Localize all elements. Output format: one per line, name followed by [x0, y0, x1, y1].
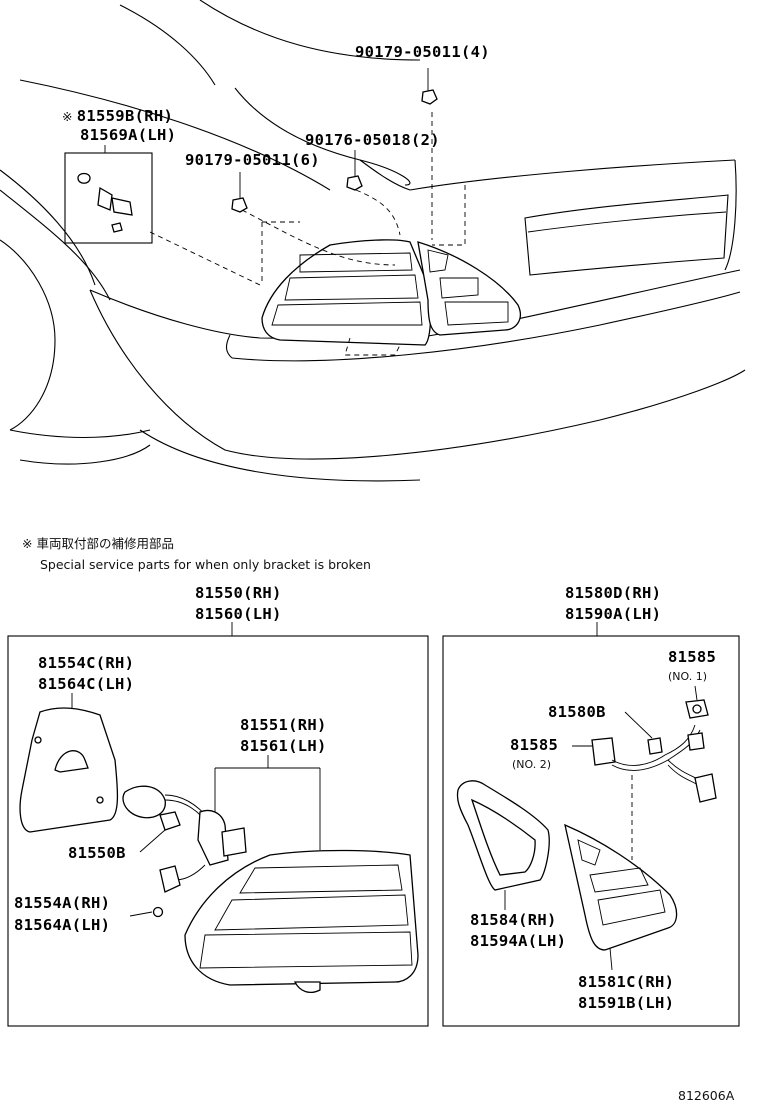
label-81581c-rh: 81581C(RH) [578, 973, 674, 991]
note-english: Special service parts for when only brac… [40, 557, 371, 572]
inner-lamp-81581c [564, 823, 678, 951]
label-90176-05018-2: 90176-05018(2) [305, 131, 440, 149]
label-81585-no2-sub: (NO. 2) [512, 758, 551, 771]
note-symbol-marker: ※ [62, 109, 73, 124]
label-81591b-lh: 81591B(LH) [578, 994, 674, 1012]
tail-lamp-assembly-box [7, 635, 429, 1027]
wire-harness-81580b [591, 724, 717, 803]
nut-90179-upper [421, 68, 438, 105]
label-81594a-lh: 81594A(LH) [470, 932, 566, 950]
label-81564c-lh: 81564C(LH) [38, 675, 134, 693]
bracket-inset [64, 145, 153, 244]
note-japanese: ※車両取付部の補修用部品 [22, 536, 174, 551]
label-81590a-lh: 81590A(LH) [565, 605, 661, 623]
label-81554c-rh: 81554C(RH) [38, 654, 134, 672]
car-tail-lamp-outer [261, 239, 432, 346]
gasket-81584 [456, 780, 550, 891]
label-81585-no1-sub: (NO. 1) [668, 670, 707, 683]
label-90179-05011-4: 90179-05011(4) [355, 43, 490, 61]
socket-and-wire-81550b [122, 785, 247, 893]
label-81551-rh: 81551(RH) [240, 716, 327, 734]
label-81569a-lh: 81569A(LH) [80, 126, 176, 144]
grommet-81554a [152, 906, 164, 918]
bulb-socket-81585-no1 [685, 699, 709, 719]
inner-lamp-assembly-box [442, 635, 740, 1027]
nut-90179-lower [231, 172, 248, 213]
label-81550-rh: 81550(RH) [195, 584, 282, 602]
label-81550b: 81550B [68, 844, 126, 862]
tail-lamp-81551 [184, 849, 419, 993]
label-81580d-rh: 81580D(RH) [565, 584, 661, 602]
label-90179-05011-6: 90179-05011(6) [185, 151, 320, 169]
label-81580b: 81580B [548, 703, 606, 721]
cover-gasket-81554c [19, 707, 119, 833]
label-81561-lh: 81561(LH) [240, 737, 327, 755]
diagram-id: 812606A [678, 1088, 735, 1103]
label-81560-lh: 81560(LH) [195, 605, 282, 623]
car-body-outline [0, 0, 746, 482]
label-81559b-rh: ※81559B(RH) [62, 107, 173, 125]
label-81585-no1: 81585 [668, 648, 716, 666]
nut-90176 [346, 150, 363, 191]
car-tail-lamp-inner [417, 241, 521, 336]
label-81584-rh: 81584(RH) [470, 911, 557, 929]
label-81564a-lh: 81564A(LH) [14, 916, 110, 934]
label-81585-no2: 81585 [510, 736, 558, 754]
label-81554a-rh: 81554A(RH) [14, 894, 110, 912]
